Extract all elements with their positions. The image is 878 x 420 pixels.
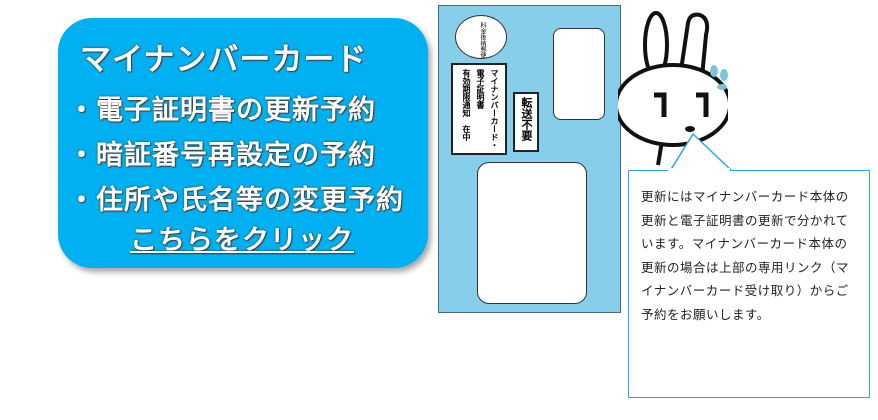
label-line-2: 電子証明書 <box>476 69 485 109</box>
envelope-window-top <box>553 28 605 120</box>
no-forwarding-label: 転送不要 <box>513 92 539 152</box>
stamp-text: 料金後納郵便 <box>479 22 486 58</box>
bubble-text: 更新にはマイナンバーカード本体の更新と電子証明書の更新で分かれています。マイナン… <box>641 189 850 322</box>
label-line-1: マイナンバーカード・ <box>490 69 499 149</box>
rabbit-mascot-icon <box>618 11 728 166</box>
click-here-link[interactable]: こちらをクリック <box>130 225 354 256</box>
postage-stamp-mark: 料金後納郵便 <box>455 15 507 59</box>
envelope-window-bottom <box>477 162 587 304</box>
speech-bubble: 更新にはマイナンバーカード本体の更新と電子証明書の更新で分かれています。マイナン… <box>628 170 870 398</box>
label-line-3: 有効期限通知 在中 <box>462 69 471 141</box>
banner-title: マイナンバーカード <box>80 42 368 78</box>
banner-item-address-change: ・住所や氏名等の変更予約 <box>68 185 404 216</box>
bubble-tail-cover <box>668 168 730 174</box>
no-forwarding-text: 転送不要 <box>520 97 533 141</box>
banner-item-certificate-renewal: ・電子証明書の更新予約 <box>68 95 376 126</box>
my-number-card-reservation-button[interactable]: マイナンバーカード ・電子証明書の更新予約 ・暗証番号再設定の予約 ・住所や氏名… <box>58 18 428 268</box>
notice-envelope-image: 料金後納郵便 マイナンバーカード・ 電子証明書 有効期限通知 在中 転送不要 <box>438 5 621 313</box>
envelope-label: マイナンバーカード・ 電子証明書 有効期限通知 在中 <box>451 63 507 155</box>
banner-item-pin-reset: ・暗証番号再設定の予約 <box>68 140 376 171</box>
